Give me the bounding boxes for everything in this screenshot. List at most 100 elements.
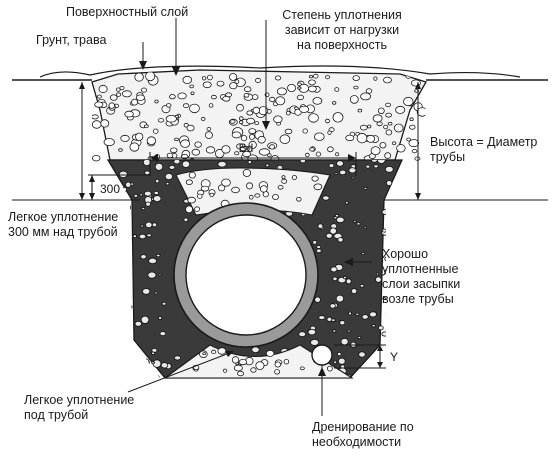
stone <box>332 112 344 123</box>
drain-pipe <box>311 344 333 366</box>
stone <box>134 320 142 327</box>
stone <box>108 341 113 346</box>
stone <box>329 303 336 309</box>
stone <box>197 193 203 199</box>
stone <box>231 356 240 364</box>
stone <box>284 128 293 135</box>
stone <box>236 103 244 112</box>
stone <box>377 107 385 114</box>
stone <box>351 176 355 180</box>
stone <box>110 201 114 204</box>
stone <box>279 134 291 145</box>
stone <box>365 164 371 169</box>
stone <box>312 97 323 105</box>
stone <box>158 273 162 277</box>
stone <box>201 76 207 81</box>
stone <box>308 79 316 86</box>
stone <box>340 337 349 346</box>
stone <box>134 72 144 82</box>
label-well-compacted: Хорошо уплотненные слои засыпки возле тр… <box>382 247 461 306</box>
stone <box>375 276 382 283</box>
stone <box>173 355 181 361</box>
leader-light-below <box>127 351 233 393</box>
stone <box>116 318 121 323</box>
stone <box>169 94 176 100</box>
stone <box>287 84 297 93</box>
stone <box>161 301 167 306</box>
stone <box>204 131 213 139</box>
stone <box>375 272 380 276</box>
stone <box>140 315 150 324</box>
stone <box>315 151 322 157</box>
stone <box>330 266 338 273</box>
stone <box>365 88 373 94</box>
stone <box>336 160 344 167</box>
stone <box>208 103 214 108</box>
stone <box>348 311 352 316</box>
stone <box>229 73 238 81</box>
stone <box>141 206 146 211</box>
stone <box>133 193 138 198</box>
stone <box>243 86 252 93</box>
stone <box>313 132 325 141</box>
stone <box>143 358 150 365</box>
stone <box>332 101 337 105</box>
label-drainage: Дренирование по необходимости <box>312 420 414 449</box>
stone <box>109 94 118 101</box>
stone <box>356 221 361 226</box>
stone <box>254 121 260 125</box>
stone <box>329 227 337 235</box>
stone <box>296 197 302 202</box>
stone <box>376 160 386 164</box>
stone <box>205 146 216 154</box>
stone <box>233 364 243 372</box>
stone <box>391 141 397 146</box>
stone <box>356 132 368 144</box>
stone <box>302 128 308 134</box>
stone <box>126 294 132 300</box>
stone <box>275 96 286 106</box>
label-surface-layer: Поверхностный слой <box>66 5 189 19</box>
stone <box>394 363 401 369</box>
stone <box>357 108 363 113</box>
stone <box>250 367 257 373</box>
stone <box>383 76 392 84</box>
stone <box>274 75 282 81</box>
stone <box>183 217 189 223</box>
stone <box>409 124 416 130</box>
stone <box>387 121 393 126</box>
stone <box>246 117 256 125</box>
stone <box>281 178 288 184</box>
stone <box>332 276 338 281</box>
stone <box>166 152 174 159</box>
stone <box>376 121 383 127</box>
stone <box>138 233 147 240</box>
stone <box>367 124 372 129</box>
dim-y-arrows <box>377 345 383 368</box>
stone <box>243 93 250 98</box>
stone <box>269 96 276 102</box>
stone <box>206 74 213 81</box>
stone <box>372 114 383 123</box>
leader-compaction-arrow <box>262 121 270 130</box>
stone <box>117 199 126 206</box>
stone <box>316 248 322 253</box>
label-ground: Грунт, трава <box>36 33 107 47</box>
stone <box>154 179 160 184</box>
stone <box>297 86 302 90</box>
stone <box>231 131 242 139</box>
stone <box>248 128 257 135</box>
stone <box>381 331 389 337</box>
stone <box>147 271 157 279</box>
stone <box>151 351 156 355</box>
stone <box>135 132 144 141</box>
stone <box>157 118 165 123</box>
stone <box>313 183 323 191</box>
stone <box>190 91 195 96</box>
stone <box>181 160 191 168</box>
stone <box>229 119 236 124</box>
stone <box>148 257 158 264</box>
stone <box>239 146 248 152</box>
stone <box>92 114 99 120</box>
